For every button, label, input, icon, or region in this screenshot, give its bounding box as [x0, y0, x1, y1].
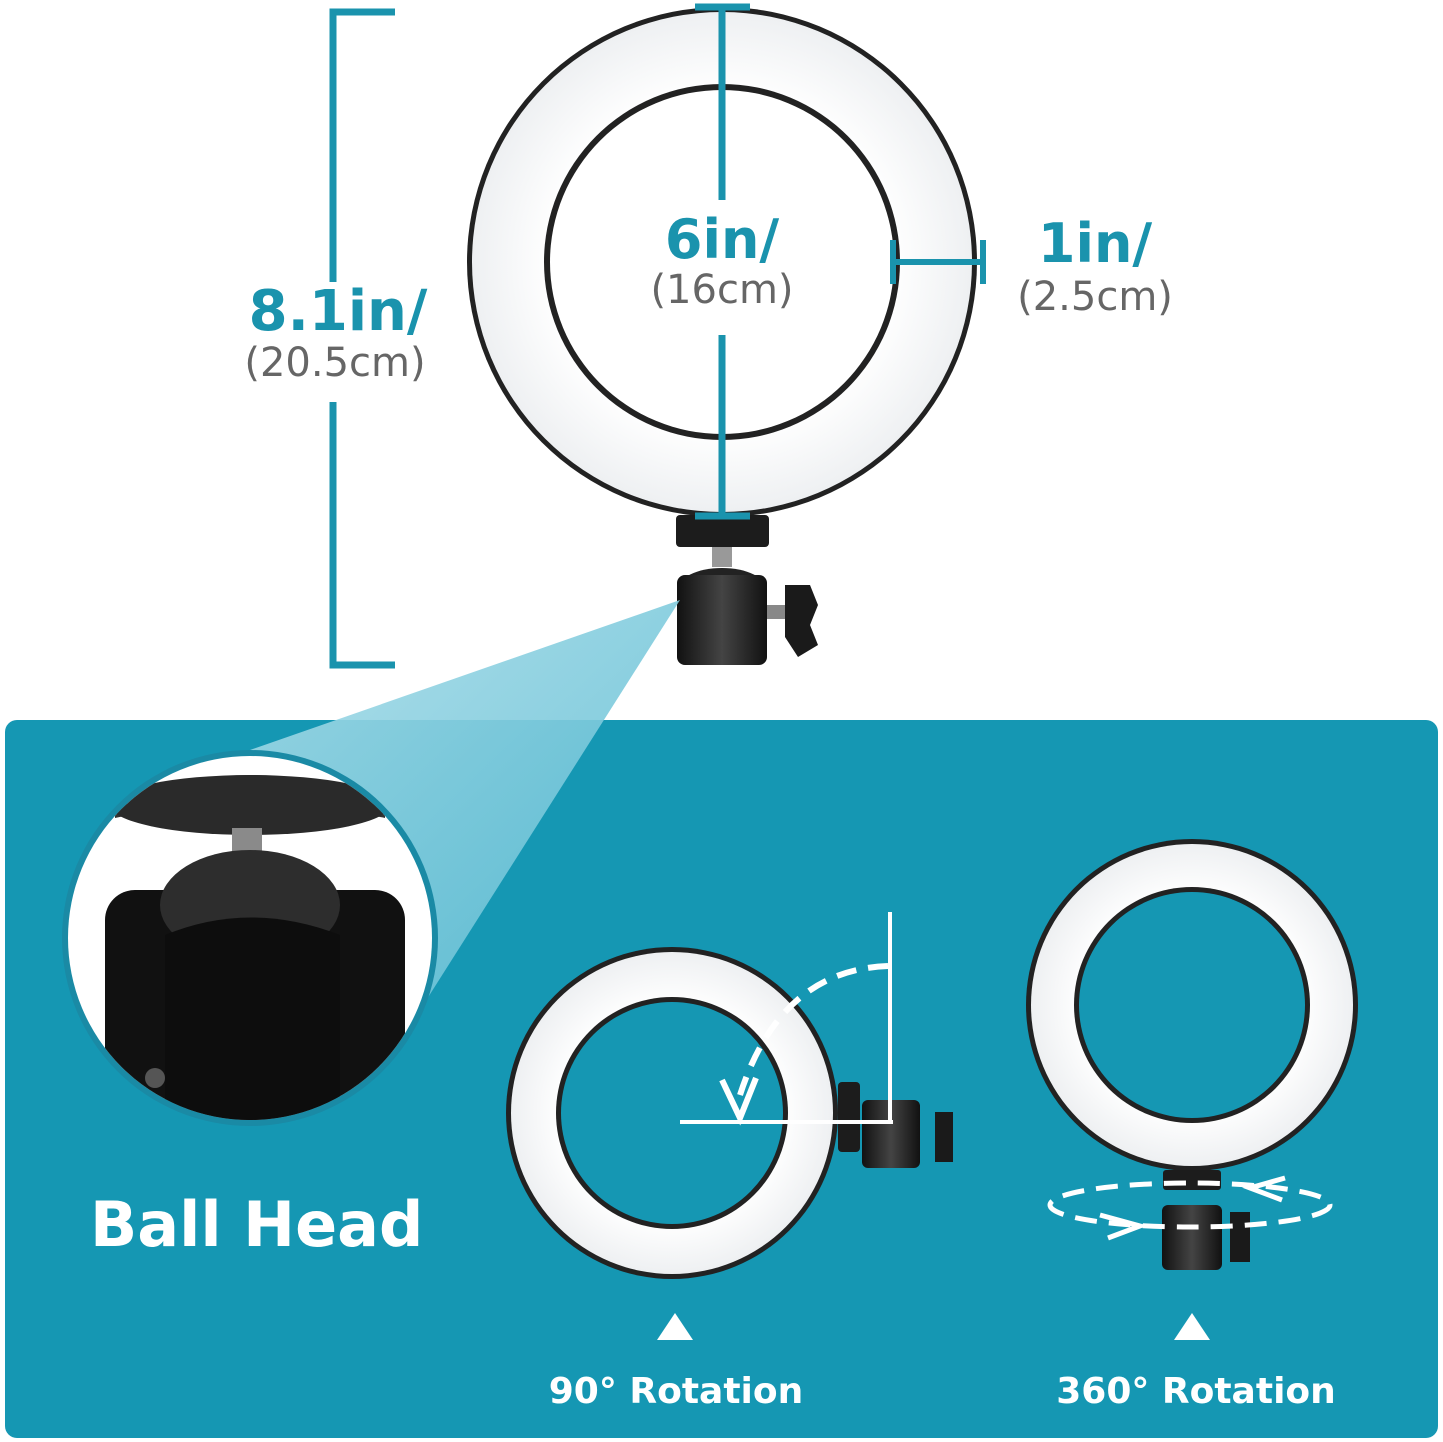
- triangle-pointer-icon: [657, 1313, 693, 1340]
- ring-width-dimension: [890, 240, 986, 284]
- rotation-90-label: 90° Rotation: [549, 1371, 804, 1412]
- ring-width-metric: (2.5cm): [1017, 274, 1173, 320]
- ball-head-label: Ball Head: [90, 1188, 423, 1261]
- rotation-360-label: 360° Rotation: [1056, 1371, 1336, 1412]
- ring-width-imperial: 1in/: [1038, 212, 1153, 275]
- inner-diameter-dimension: [695, 3, 750, 520]
- ring-light-main: [467, 7, 977, 665]
- rotation-arrow-icon: [737, 963, 889, 1096]
- height-dimension: [329, 8, 395, 669]
- height-imperial: 8.1in/: [249, 279, 428, 344]
- height-metric: (20.5cm): [244, 340, 425, 386]
- ball-head-closeup: [62, 750, 438, 1126]
- ball-head: [677, 568, 818, 665]
- ring-light-90-rotation: [506, 912, 953, 1279]
- inner-diameter-metric: (16cm): [650, 267, 793, 313]
- ring-mount: [676, 515, 769, 547]
- inner-diameter-imperial: 6in/: [665, 208, 780, 271]
- rotation-arrow-icon: [1047, 1180, 1333, 1230]
- ring-light-360-rotation: [1026, 839, 1358, 1270]
- triangle-pointer-icon: [1174, 1313, 1210, 1340]
